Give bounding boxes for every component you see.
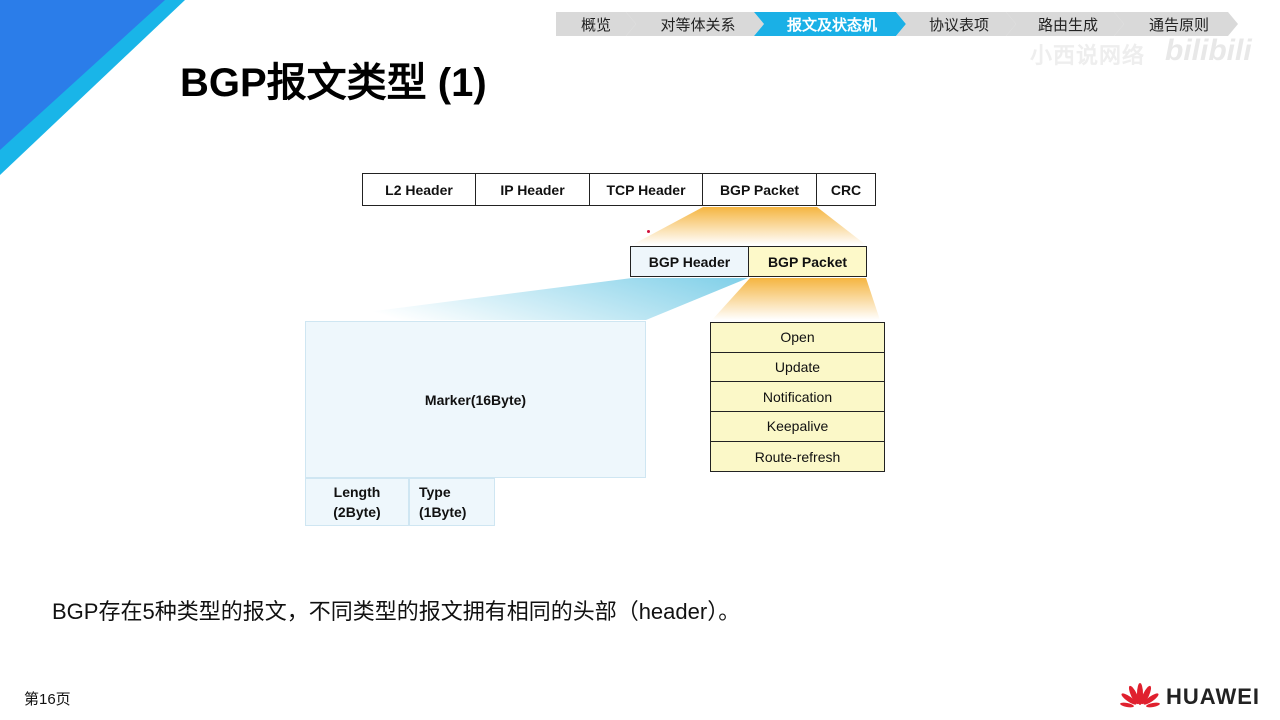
watermark-text: 小西说网络 [1030,43,1146,68]
frame-ip-header: IP Header [476,174,590,205]
section-nav: 概览 对等体关系 报文及状态机 协议表项 路由生成 通告原则 [556,12,1228,36]
nav-item-route-generation[interactable]: 路由生成 [1006,12,1124,36]
frame-l2-header: L2 Header [363,174,476,205]
bgp-packet-split: BGP Header BGP Packet [630,246,867,277]
marker-field: Marker(16Byte) [305,321,646,478]
message-type-open: Open [711,323,884,353]
corner-decoration [0,0,185,175]
page-number: 第16页 [24,691,71,708]
huawei-petal-icon [1120,683,1160,708]
nav-item-advertisement-rules[interactable]: 通告原则 [1114,12,1238,36]
watermark-brand: bilibili [1165,34,1252,67]
message-type-keepalive: Keepalive [711,412,884,442]
message-type-update: Update [711,353,884,383]
frame-bgp-packet: BGP Packet [703,174,817,205]
nav-item-overview[interactable]: 概览 [556,12,636,36]
type-size: (1Byte) [419,504,467,520]
message-types-list: Open Update Notification Keepalive Route… [710,322,885,473]
length-label: Length [333,484,381,500]
frame-structure: L2 Header IP Header TCP Header BGP Packe… [362,173,876,206]
description-text: BGP存在5种类型的报文，不同类型的报文拥有相同的头部（header）。 [52,599,741,624]
nav-item-peer-relation[interactable]: 对等体关系 [626,12,764,36]
frame-crc: CRC [830,181,862,198]
nav-item-protocol-tables[interactable]: 协议表项 [896,12,1016,36]
huawei-logo: HUAWEI [1120,682,1260,712]
frame-tcp-header: TCP Header [590,174,703,205]
red-dot-marker [647,230,650,233]
page-title: BGP报文类型 (1) [180,61,487,105]
huawei-logo-text: HUAWEI [1166,684,1260,709]
nav-item-messages-state-machine[interactable]: 报文及状态机 [754,12,906,36]
length-field: Length (2Byte) [305,478,409,526]
length-size: (2Byte) [333,504,381,520]
message-type-notification: Notification [711,382,884,413]
bgp-packet-cell: BGP Packet [749,247,866,276]
type-field: Type (1Byte) [409,478,495,526]
type-label: Type [419,484,451,500]
bgp-header-cell: BGP Header [631,247,749,276]
message-type-route-refresh: Route-refresh [754,448,841,465]
